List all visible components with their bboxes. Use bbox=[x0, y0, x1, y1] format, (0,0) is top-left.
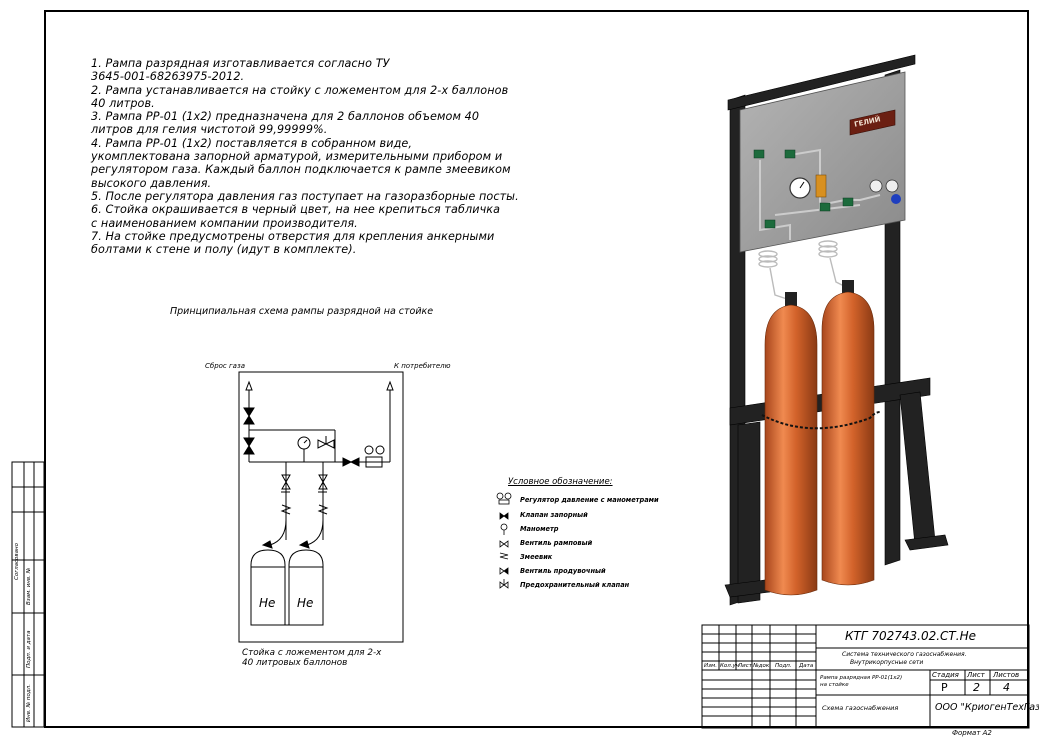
valve-green bbox=[753, 149, 765, 159]
cylinder-right bbox=[288, 549, 324, 626]
name-plate bbox=[849, 109, 896, 136]
cylinder-label-left: He bbox=[259, 596, 276, 610]
drawing-frame bbox=[44, 10, 1029, 728]
legend-title: Условное обозначение: bbox=[508, 477, 613, 487]
sheet-label: Лист bbox=[967, 671, 985, 679]
stage-label: Стадия bbox=[932, 671, 959, 679]
company-name: ООО "КриогенТехГаз" bbox=[935, 702, 1039, 713]
note-line: регулятором газа. Каждый баллон подключа… bbox=[91, 163, 511, 177]
note-line: с наименованием компании производителя. bbox=[91, 216, 358, 230]
coil-symbol bbox=[499, 552, 509, 560]
legend-item: Вентиль рамповый bbox=[520, 539, 593, 547]
note-line: болтами к стене и полу (идут в комплекте… bbox=[91, 243, 357, 257]
legend-item: Клапан запорный bbox=[520, 511, 588, 519]
legend-item: Змеевик bbox=[520, 553, 553, 561]
col-label: Кол.уч bbox=[720, 663, 740, 669]
item-line-2: на стойке bbox=[820, 682, 849, 688]
sheet-value: 2 bbox=[973, 681, 980, 694]
stage-value: Р bbox=[941, 681, 948, 694]
caption-line-1: Стойка с ложементом для 2-х bbox=[242, 648, 382, 658]
ramp-valve-right bbox=[318, 474, 328, 484]
outlet-valve-icon bbox=[342, 457, 353, 467]
note-line: 2. Рампа устанавливается на стойку с лож… bbox=[91, 83, 509, 97]
stand-outline bbox=[238, 371, 404, 643]
note-line: 40 литров. bbox=[91, 96, 155, 110]
sheet-format: Формат А2 bbox=[952, 729, 992, 737]
legend-item: Предохранительный клапан bbox=[520, 581, 630, 589]
cylinder-left bbox=[764, 304, 818, 596]
note-line: 1. Рампа разрядная изготавливается согла… bbox=[91, 57, 390, 70]
stand-caption: Стойка с ложементом для 2-х 40 литровых … bbox=[242, 648, 381, 668]
note-line: 7. На стойке предусмотрены отверстия для… bbox=[91, 229, 495, 243]
safety-valve-symbol bbox=[499, 581, 505, 589]
caption-line-2: 40 литровых баллонов bbox=[242, 658, 348, 668]
safety-valve-icon bbox=[317, 439, 328, 449]
drawing-name: Схема газоснабжения bbox=[822, 704, 899, 712]
legend-item: Вентиль продувочный bbox=[520, 567, 606, 575]
cylinder-right bbox=[821, 291, 875, 586]
note-line: 4. Рампа РР-01 (1х2) поставляется в собр… bbox=[91, 136, 413, 150]
chain bbox=[761, 411, 881, 430]
coil-right bbox=[317, 504, 329, 515]
cylinder-left bbox=[250, 549, 286, 626]
note-line: укомплектована запорной арматурой, измер… bbox=[91, 150, 503, 164]
vent-label: Сброс газа bbox=[205, 362, 245, 370]
consumer-label: К потребителю bbox=[394, 362, 451, 370]
note-line: 3645-001-68263975-2012. bbox=[91, 70, 245, 84]
gas-cylinders bbox=[764, 280, 875, 596]
note-line: литров для гелия чистотой 99,99999%. bbox=[91, 123, 328, 137]
col-label: Подп. bbox=[775, 663, 792, 669]
system-line-2: Внутрикорпусные сети bbox=[850, 659, 924, 666]
col-label: Изм. bbox=[704, 663, 717, 669]
legend-item: Манометр bbox=[520, 525, 559, 533]
shutoff-valve-bottom bbox=[243, 437, 255, 447]
regulator-symbol bbox=[496, 492, 504, 500]
cylinder-label-right: He bbox=[297, 596, 314, 610]
drawing-code: КТГ 702743.02.СТ.Не bbox=[845, 629, 976, 643]
brass-valve bbox=[815, 174, 827, 198]
note-line: 6. Стойка окрашивается в черный цвет, на… bbox=[91, 203, 501, 217]
shutoff-valve-top bbox=[243, 407, 255, 417]
coil-left bbox=[280, 504, 292, 515]
legend-item: Регулятор давление с манометрами bbox=[520, 496, 659, 504]
sheets-label: Листов bbox=[993, 671, 1020, 679]
note-line: 5. После регулятора давления газ поступа… bbox=[91, 189, 519, 203]
sheets-value: 4 bbox=[1003, 681, 1010, 694]
blue-knob bbox=[891, 194, 901, 204]
system-line-1: Система технического газоснабжения. bbox=[842, 651, 967, 658]
note-line: 3. Рампа РР-01 (1х2) предназначена для 2… bbox=[91, 110, 480, 124]
regulator-icon bbox=[365, 456, 383, 468]
schema-title: Принципиальная схема рампы разрядной на … bbox=[170, 306, 434, 317]
col-label: Лист bbox=[738, 663, 752, 669]
item-line-1: Рампа разрядная РР-01(1х2) bbox=[820, 675, 903, 681]
technical-notes: 1. Рампа разрядная изготавливается согла… bbox=[91, 57, 561, 256]
ramp-valve-symbol bbox=[499, 540, 505, 548]
col-label: Дата bbox=[799, 663, 814, 669]
purge-valve-symbol bbox=[499, 567, 505, 575]
vent-arrow bbox=[245, 380, 253, 391]
col-label: №док. bbox=[753, 663, 771, 669]
note-line: высокого давления. bbox=[91, 176, 212, 190]
shutoff-symbol bbox=[499, 512, 505, 520]
ramp-valve-left bbox=[281, 474, 291, 484]
